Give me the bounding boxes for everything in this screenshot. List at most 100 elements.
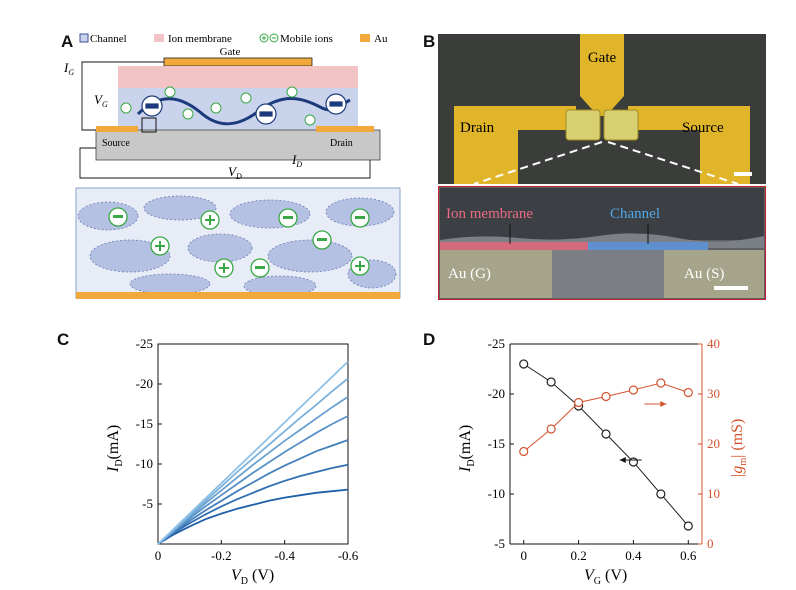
y2-tick-label: 0	[707, 536, 714, 551]
y2-axis-label: |gm| (mS)	[729, 419, 749, 478]
vd-label: VD	[228, 164, 242, 181]
y-tick-label: -10	[488, 486, 505, 501]
series-line-7	[157, 360, 349, 545]
panel-label-d: D	[423, 330, 436, 349]
source-pad	[628, 106, 750, 184]
panel-b-micrograph: Gate Drain Source	[438, 34, 766, 184]
gm-series-point	[683, 387, 693, 398]
series-line-1	[157, 488, 349, 545]
series-line-4	[157, 415, 349, 545]
x-tick-label: 0	[520, 548, 527, 563]
ig-label: IG	[63, 60, 74, 77]
micrograph-drain-label: Drain	[460, 120, 495, 136]
y-tick-label: -25	[136, 336, 153, 351]
zoom-ion-marks	[113, 215, 365, 273]
y-tick-label: -20	[488, 386, 505, 401]
sem-top-band	[440, 188, 764, 240]
sem-channel-band	[588, 242, 708, 250]
series-line-2	[157, 463, 349, 545]
scale-bar-top	[734, 172, 752, 176]
arrow-left-head	[619, 457, 626, 463]
y2-tick-label: 40	[707, 336, 720, 351]
source-label: Source	[102, 138, 130, 149]
gm-series-point	[656, 378, 666, 388]
drain-pad	[454, 106, 576, 184]
id-series-point	[601, 429, 611, 439]
legend-ions-label: Mobile ions	[280, 33, 333, 45]
sem-channel-label: Channel	[610, 206, 660, 222]
drain-electrode	[316, 126, 374, 132]
zoom-ions	[108, 207, 370, 278]
zoom-au-strip	[76, 292, 400, 299]
id-series-point	[683, 521, 693, 531]
y-tick-label: -20	[136, 376, 153, 391]
legend-membrane-label: Ion membrane	[168, 33, 232, 45]
series-line-3	[157, 439, 349, 545]
series-line-6	[157, 377, 349, 545]
substrate	[95, 129, 381, 161]
gm-series-point	[546, 424, 556, 434]
gm-series-point	[573, 397, 584, 408]
x-tick-label: 0.6	[680, 548, 697, 563]
chart-d: 0 0.2 0.4 0.6 -5 -10 -15 -20 -25 0 10 20 30 40 VG (V) I…	[457, 336, 749, 584]
zoom-line-right	[607, 141, 739, 184]
legend-channel-swatch	[79, 33, 89, 43]
sem-au-g-label: Au (G)	[448, 266, 491, 282]
id-series-line	[523, 363, 689, 527]
zoom-box	[141, 117, 157, 133]
x-axis-label: VG (V)	[584, 567, 627, 584]
y-tick-label: -25	[488, 336, 505, 351]
id-series-point	[546, 377, 556, 387]
panel-label-b: B	[423, 32, 436, 51]
x-tick-label: 0.2	[570, 548, 586, 563]
chart-c: 0 -0.2 -0.4 -0.6 -5 -10 -15 -20 -25 VD (V) ID(mA)	[105, 336, 359, 584]
micrograph-gate-label: Gate	[588, 50, 617, 66]
x-tick-label: 0	[155, 548, 162, 563]
y-tick-label: -10	[136, 456, 153, 471]
gate-pad	[580, 34, 624, 116]
x-tick-label: -0.6	[338, 548, 359, 563]
x-axis-label: VD (V)	[231, 567, 274, 584]
y2-tick-label: 20	[707, 436, 720, 451]
x-tick-label: -0.2	[211, 548, 232, 563]
id-series-point	[519, 359, 529, 369]
drain-label: Drain	[330, 138, 353, 149]
gm-series-point	[601, 391, 611, 402]
sem-membrane-label: Ion membrane	[446, 206, 533, 222]
y-tick-label: -15	[488, 436, 505, 451]
gate-label: Gate	[220, 46, 241, 58]
id-label: ID	[291, 152, 302, 169]
channel-area-left	[565, 109, 601, 141]
legend-au-swatch	[360, 34, 370, 42]
y2-tick-label: 10	[707, 486, 720, 501]
channel-area-right	[603, 109, 639, 141]
legend-ion-icon	[259, 33, 279, 43]
ion-membrane-layer	[118, 66, 358, 88]
scale-bar-bottom	[714, 286, 748, 290]
panel-label-a: A	[61, 32, 74, 51]
legend-membrane-swatch	[154, 34, 164, 42]
panel-a-schematic: Channel Ion membrane Mobile ions Au Gate…	[63, 33, 401, 299]
channel-ions	[120, 86, 347, 126]
x-tick-label: 0.4	[625, 548, 642, 563]
legend-channel-label: Channel	[90, 33, 127, 45]
y2-tick-label: 30	[707, 386, 720, 401]
gm-series-point	[628, 385, 639, 395]
sem-au-gate	[440, 250, 552, 298]
y-axis-label: ID(mA)	[457, 425, 477, 473]
plot-frame	[157, 343, 349, 545]
y-tick-label: -5	[142, 496, 153, 511]
arrow-right-head	[660, 401, 667, 407]
x-tick-label: -0.4	[274, 548, 295, 563]
y-tick-label: -5	[494, 536, 505, 551]
micrograph-source-label: Source	[682, 120, 724, 136]
y-tick-label: -15	[136, 416, 153, 431]
panel-label-c: C	[57, 330, 70, 349]
id-series-point	[656, 489, 666, 499]
sem-membrane-band	[440, 242, 590, 250]
gm-series-point	[519, 446, 529, 457]
y-axis-label: ID(mA)	[105, 425, 125, 473]
gate-electrode	[163, 57, 313, 67]
zoom-line-left	[473, 141, 603, 184]
legend-au-label: Au	[374, 33, 388, 45]
